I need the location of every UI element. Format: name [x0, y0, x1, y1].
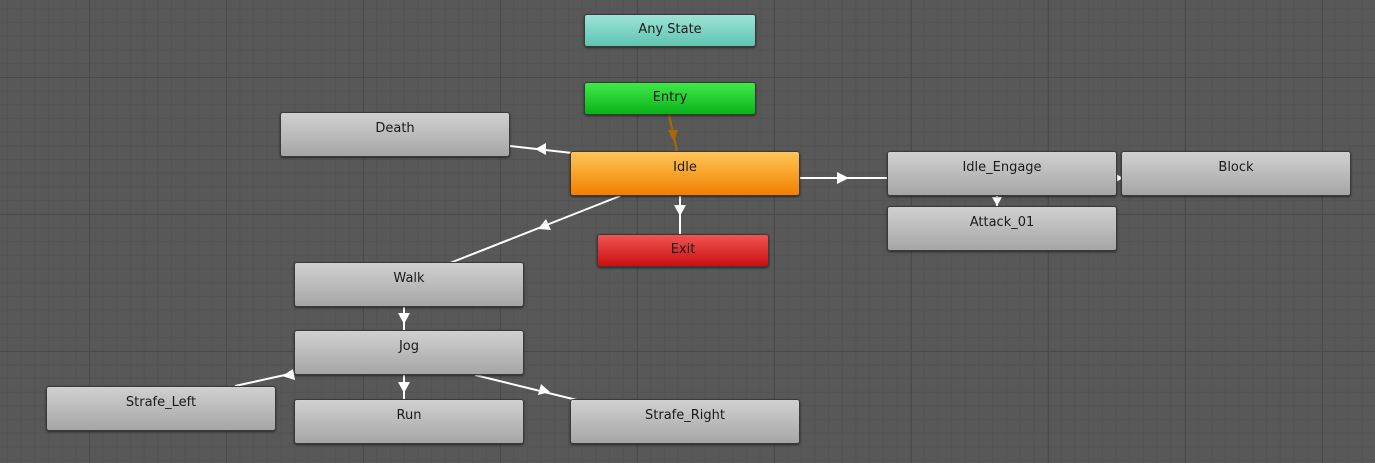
transition-jog-straferight[interactable]	[474, 374, 582, 402]
transition-arrowhead	[535, 143, 546, 155]
state-run[interactable]: Run	[294, 399, 524, 444]
state-attack-01[interactable]: Attack_01	[887, 206, 1117, 251]
state-label: Idle	[673, 160, 697, 175]
state-label: Block	[1218, 160, 1254, 175]
state-label: Idle_Engage	[962, 160, 1042, 175]
transition-arrowhead	[1116, 174, 1123, 182]
state-death[interactable]: Death	[280, 112, 510, 157]
state-any-state[interactable]: Any State	[584, 14, 756, 47]
transition-arrowhead	[668, 130, 678, 142]
state-walk[interactable]: Walk	[294, 262, 524, 307]
state-entry[interactable]: Entry	[584, 82, 756, 115]
state-block[interactable]: Block	[1121, 151, 1351, 196]
transition-arrowhead	[282, 369, 295, 380]
state-label: Run	[396, 408, 422, 423]
transition-arrowhead	[837, 172, 849, 184]
state-label: Walk	[393, 271, 425, 286]
state-exit[interactable]: Exit	[597, 234, 769, 267]
state-label: Any State	[638, 22, 702, 37]
state-label: Entry	[652, 90, 688, 105]
state-idle-engage[interactable]: Idle_Engage	[887, 151, 1117, 196]
state-label: Jog	[398, 339, 420, 354]
state-jog[interactable]: Jog	[294, 330, 524, 375]
state-idle[interactable]: Idle	[570, 151, 800, 196]
state-strafe-right[interactable]: Strafe_Right	[570, 399, 800, 444]
transition-idle-walk[interactable]	[449, 195, 621, 264]
state-label: Strafe_Left	[125, 395, 197, 410]
state-label: Attack_01	[969, 215, 1035, 230]
transition-arrowhead	[538, 219, 551, 230]
state-label: Strafe_Right	[645, 408, 725, 423]
transition-arrowhead	[674, 205, 686, 216]
transition-arrowhead	[398, 382, 410, 393]
state-label: Exit	[670, 242, 696, 257]
transition-arrowhead	[538, 384, 550, 395]
transition-arrowhead	[992, 197, 1002, 206]
transition-arrowhead	[398, 313, 410, 324]
state-label: Death	[375, 121, 415, 136]
state-strafe-left[interactable]: Strafe_Left	[46, 386, 276, 431]
